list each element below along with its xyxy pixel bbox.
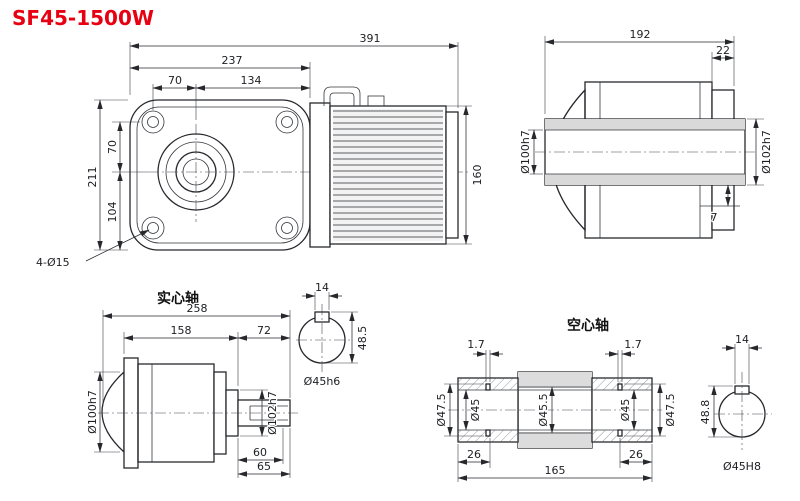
- dim-groove-width-left: 1.7: [467, 338, 485, 351]
- terminal-box: [367, 95, 385, 107]
- drawing-title: SF45-1500W: [12, 6, 154, 30]
- dim-groove-dia-left: Ø47.5: [435, 393, 448, 426]
- dim-shaft-dia: Ø45h6: [304, 375, 341, 388]
- dim-groove-dia-right: Ø47.5: [664, 393, 677, 426]
- dim-overall-length: 165: [545, 464, 566, 477]
- mounting-hole: [281, 116, 293, 128]
- dim-housing-length: 158: [171, 324, 192, 337]
- view-solid-shaft: 实心轴 258 158 72 Ø100h7: [85, 290, 298, 478]
- dim-center-to-flange: 134: [241, 74, 262, 87]
- mounting-hole: [147, 116, 159, 128]
- view-front: 391 237 70 134 211 70 104 160 4-Ø15: [35, 31, 485, 270]
- dim-spigot-dia: Ø102h7: [266, 391, 279, 435]
- label-solid-shaft: 实心轴: [157, 290, 199, 307]
- view-hollow-side: 192 22 Ø100h7 Ø102h7 7: [518, 27, 774, 239]
- dim-bore-dia-left: Ø45: [469, 399, 482, 422]
- dim-overall-width: 391: [360, 32, 381, 45]
- dim-side-width: 192: [630, 28, 651, 41]
- label-hollow-shaft: 空心轴: [567, 317, 609, 334]
- circlip-groove: [617, 429, 623, 437]
- dim-overall-height: 211: [86, 167, 99, 188]
- circlip-groove: [485, 429, 491, 437]
- label-mounting-holes: 4-Ø15: [36, 256, 70, 269]
- dim-pilot-dia: Ø100h7: [86, 390, 99, 434]
- dim-key-height: 48.8: [699, 400, 712, 425]
- dim-hub-dia: Ø102h7: [760, 130, 773, 174]
- dim-cap-width: 22: [716, 44, 730, 57]
- motor-fins: [333, 109, 443, 241]
- dim-motor-height: 160: [471, 165, 484, 186]
- housing-dome: [101, 370, 125, 454]
- motor-end-cap: [445, 111, 459, 239]
- dim-bore-dia-middle: Ø45.5: [537, 393, 550, 426]
- dim-key-width: 14: [315, 281, 329, 294]
- dim-end-length-left: 26: [467, 448, 481, 461]
- dim-bore-dia: Ø45H8: [723, 460, 761, 473]
- dim-key-length: 60: [253, 446, 267, 459]
- dim-end-length-right: 26: [629, 448, 643, 461]
- mounting-hole: [281, 222, 293, 234]
- dim-key-height: 48.5: [356, 326, 369, 351]
- dim-overall-length: 258: [187, 302, 208, 315]
- motor-handle: [323, 86, 361, 106]
- circlip-groove: [485, 383, 491, 391]
- view-hollow-section: 14 48.8 Ø45H8: [698, 332, 772, 474]
- dim-shaft-usable: 65: [257, 460, 271, 473]
- dim-top-to-center: 70: [106, 140, 119, 154]
- view-solid-section: 14 48.5 Ø45h6: [296, 280, 370, 389]
- motor-flange: [309, 102, 331, 248]
- dim-groove-width-right: 1.7: [624, 338, 642, 351]
- view-hollow-shaft: 空心轴 1.7: [434, 317, 678, 482]
- dim-key-depth: 7: [711, 211, 718, 224]
- dim-gearbox-width: 237: [222, 54, 243, 67]
- dim-shaft-length: 72: [257, 324, 271, 337]
- circlip-groove: [617, 383, 623, 391]
- dim-bore-dia-right: Ø45: [619, 399, 632, 422]
- dim-bore-dia: Ø100h7: [519, 130, 532, 174]
- dim-center-to-bottom: 104: [106, 202, 119, 223]
- gearbox-face: [129, 99, 311, 251]
- holes-leader: [85, 229, 150, 262]
- mounting-hole: [147, 222, 159, 234]
- dim-hole-to-center: 70: [168, 74, 182, 87]
- dim-key-width: 14: [735, 333, 749, 346]
